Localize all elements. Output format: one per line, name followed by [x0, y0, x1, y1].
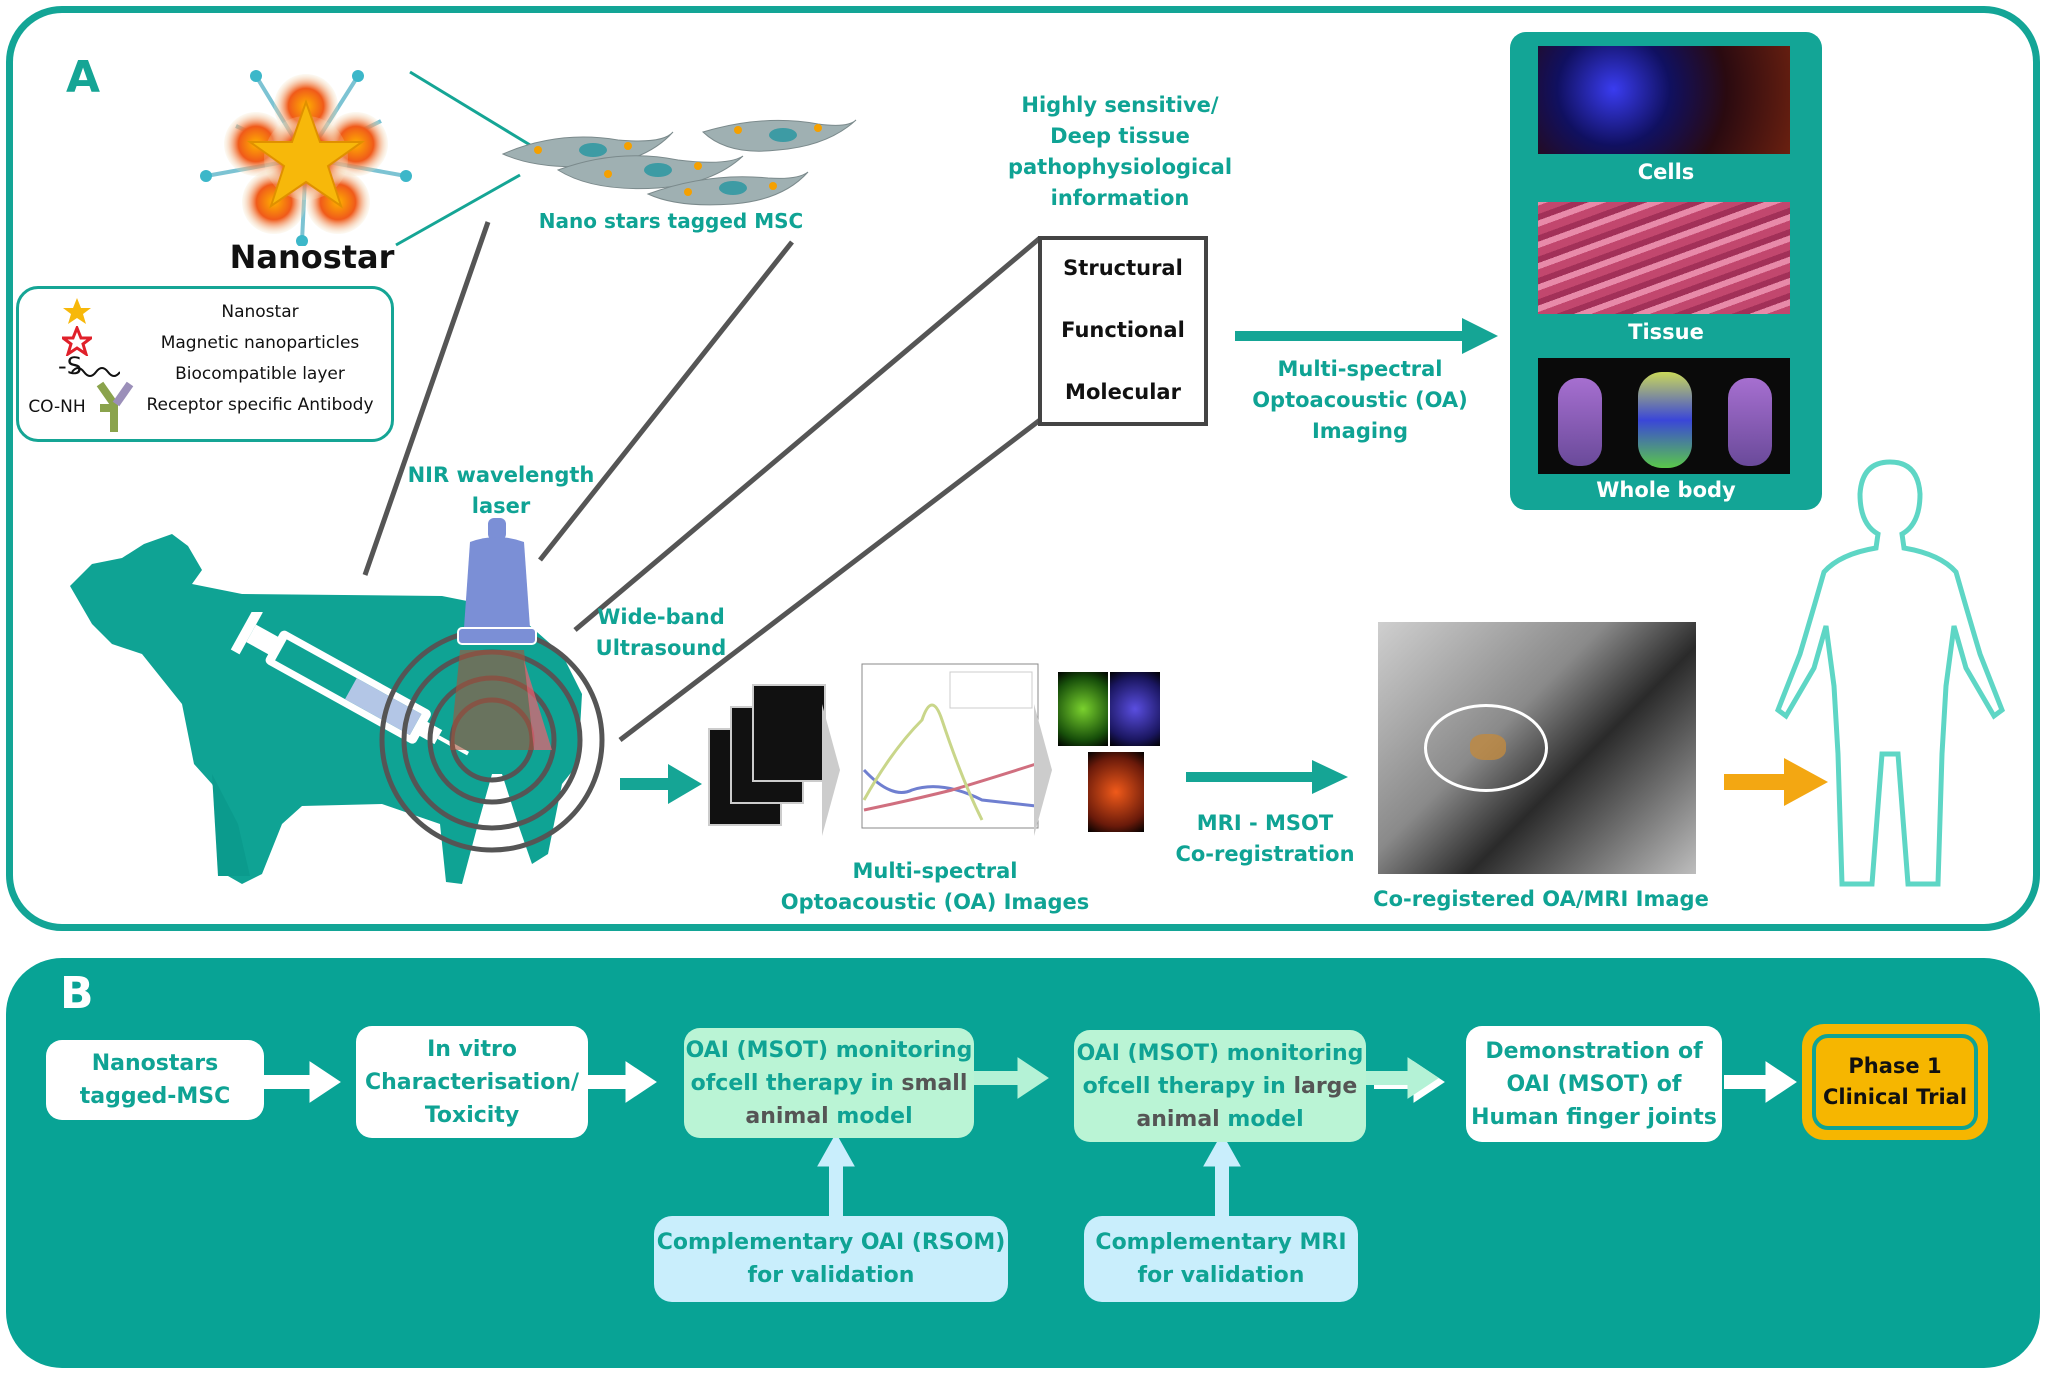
panel-a-letter: A	[66, 52, 101, 103]
oa-hbo2-map	[1058, 672, 1108, 746]
coregistered-mri-image	[1378, 622, 1696, 874]
cells-image	[1538, 46, 1790, 154]
oa-chevron-1	[822, 704, 840, 836]
arrow-to-oa-images	[620, 764, 702, 804]
msc-label: Nano stars tagged MSC	[538, 209, 804, 233]
info-functional: Functional	[1061, 318, 1185, 342]
syringe-illustration	[230, 612, 470, 756]
step-large-animal: OAI (MSOT) monitoring ofcell therapy in …	[1074, 1030, 1366, 1142]
legend-item-biocompatible: Biocompatible layer	[175, 364, 345, 384]
info-box	[1038, 236, 1208, 426]
nanostar-legend-icon	[63, 298, 91, 324]
coreg-label: MRI - MSOT Co-registration	[1175, 811, 1355, 866]
cow-silhouette	[70, 534, 582, 884]
legend-item-nanostar: Nanostar	[221, 302, 299, 322]
panel-b-letter: B	[60, 968, 94, 1019]
arrow-to-human	[1724, 758, 1828, 806]
arrow-to-imaging	[1235, 318, 1498, 354]
tissue-caption: Tissue	[1628, 320, 1704, 344]
cells-caption: Cells	[1637, 160, 1695, 184]
whole-body-caption: Whole body	[1596, 478, 1736, 502]
panel-b-arrows	[262, 1057, 1797, 1218]
amide-symbol: CO-NH	[28, 397, 86, 417]
magnetic-nanoparticle-icon	[62, 326, 92, 356]
info-molecular: Molecular	[1065, 380, 1181, 404]
msc-cells-illustration	[501, 119, 857, 206]
wavy-layer-icon	[71, 367, 120, 377]
linker-symbol: -S	[58, 352, 82, 380]
whole-body-image	[1538, 358, 1790, 474]
legend-item-antibody: Receptor specific Antibody	[146, 395, 374, 415]
oa-hb-map	[1110, 672, 1160, 746]
legend-item-magnetic: Magnetic nanoparticles	[160, 333, 360, 353]
oa-image-stack-3	[752, 684, 826, 782]
laser-label: NIR wavelength laser	[407, 463, 595, 518]
antibody-icon	[96, 381, 134, 432]
info-structural: Structural	[1063, 256, 1183, 280]
nanostar-illustration	[200, 70, 412, 246]
legend-card	[16, 286, 394, 442]
coreg-image-label: Co-registered OA/MRI Image	[1373, 887, 1709, 911]
arrow-to-coreg	[1186, 760, 1348, 794]
ultrasound-probe	[457, 518, 537, 645]
validation-rsom: Complementary OAI (RSOM)for validation	[654, 1216, 1008, 1302]
nanostar-title: Nanostar	[229, 238, 395, 276]
human-outline	[1774, 459, 2006, 887]
oa-msc-map	[1088, 752, 1144, 832]
phase1-outer	[1802, 1024, 1988, 1140]
ultrasound-label: Wide-band Ultrasound	[595, 605, 727, 660]
oa-spectrum-plot	[861, 663, 1039, 829]
panel-a-connectors	[362, 70, 1828, 806]
tissue-image	[1538, 202, 1790, 314]
sensitivity-text: Highly sensitive/ Deep tissue pathophysi…	[1007, 93, 1233, 210]
step-small-animal: OAI (MSOT) monitoring ofcell therapy in …	[684, 1028, 974, 1138]
msot-imaging-label: Multi-spectral Optoacoustic (OA) Imaging	[1252, 357, 1468, 443]
oa-chevron-2	[1034, 704, 1052, 836]
oa-images-label: Multi-spectral Optoacoustic (OA) Images	[780, 859, 1090, 914]
ultrasound-rings	[379, 627, 605, 853]
